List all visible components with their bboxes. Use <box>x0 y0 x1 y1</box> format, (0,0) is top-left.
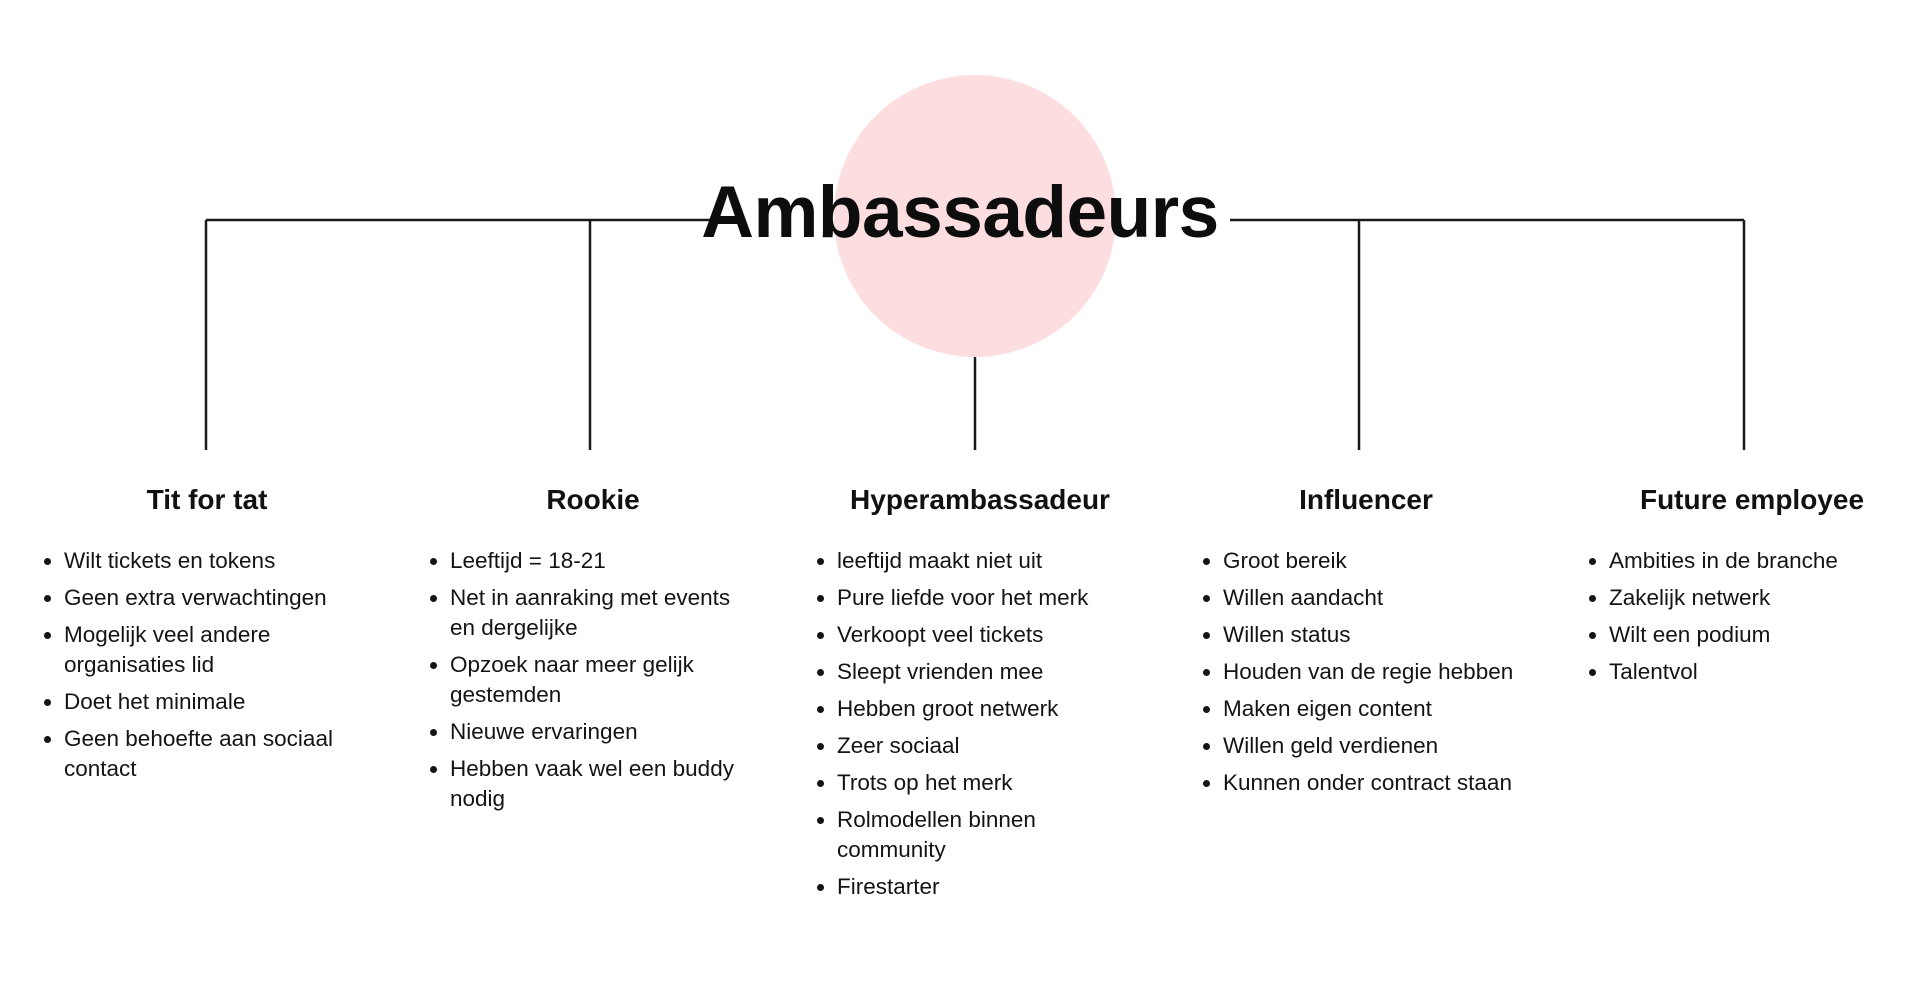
list-item: Net in aanraking met events en dergelijk… <box>430 583 758 643</box>
column-influencer: Influencer Groot bereik Willen aandacht … <box>1201 480 1531 805</box>
column-heading: Tit for tat <box>146 484 268 515</box>
column-heading: Future employee <box>1639 484 1865 515</box>
list-item: Doet het minimale <box>44 687 372 717</box>
list-item: Wilt tickets en tokens <box>44 546 372 576</box>
list-item: Hebben groot netwerk <box>817 694 1145 724</box>
list-item: Zeer sociaal <box>817 731 1145 761</box>
diagram-title: Ambassadeurs <box>701 172 1219 253</box>
column-tit-for-tat: Tit for tat Wilt tickets en tokens Geen … <box>42 480 372 791</box>
list-item: Kunnen onder contract staan <box>1203 768 1531 798</box>
list-item: Pure liefde voor het merk <box>817 583 1145 613</box>
list-item: Willen geld verdienen <box>1203 731 1531 761</box>
list-item: Sleept vrienden mee <box>817 657 1145 687</box>
list-item: Zakelijk netwerk <box>1589 583 1917 613</box>
list-item: Geen behoefte aan sociaal contact <box>44 724 372 784</box>
list-item: Maken eigen content <box>1203 694 1531 724</box>
list-item: Hebben vaak wel een buddy nodig <box>430 754 758 814</box>
list-item: Leeftijd = 18-21 <box>430 546 758 576</box>
column-heading: Influencer <box>1299 484 1433 515</box>
list-item: leeftijd maakt niet uit <box>817 546 1145 576</box>
list-item: Talentvol <box>1589 657 1917 687</box>
list-item: Firestarter <box>817 872 1145 902</box>
column-heading: Hyperambassadeur <box>850 484 1110 515</box>
column-list: leeftijd maakt niet uit Pure liefde voor… <box>815 546 1145 902</box>
list-item: Ambities in de branche <box>1589 546 1917 576</box>
list-item: Houden van de regie hebben <box>1203 657 1531 687</box>
list-item: Willen status <box>1203 620 1531 650</box>
list-item: Opzoek naar meer gelijk gestemden <box>430 650 758 710</box>
list-item: Rolmodellen binnen community <box>817 805 1145 865</box>
list-item: Groot bereik <box>1203 546 1531 576</box>
column-list: Groot bereik Willen aandacht Willen stat… <box>1201 546 1531 798</box>
column-future-employee: Future employee Ambities in de branche Z… <box>1587 480 1917 694</box>
list-item: Willen aandacht <box>1203 583 1531 613</box>
list-item: Mogelijk veel andere organisaties lid <box>44 620 372 680</box>
title-background-circle <box>834 75 1116 357</box>
column-hyperambassadeur: Hyperambassadeur leeftijd maakt niet uit… <box>815 480 1145 909</box>
list-item: Geen extra verwachtingen <box>44 583 372 613</box>
column-rookie: Rookie Leeftijd = 18-21 Net in aanraking… <box>428 480 758 821</box>
column-list: Wilt tickets en tokens Geen extra verwac… <box>42 546 372 784</box>
column-heading: Rookie <box>546 484 640 515</box>
column-list: Ambities in de branche Zakelijk netwerk … <box>1587 546 1917 687</box>
list-item: Nieuwe ervaringen <box>430 717 758 747</box>
list-item: Trots op het merk <box>817 768 1145 798</box>
list-item: Verkoopt veel tickets <box>817 620 1145 650</box>
list-item: Wilt een podium <box>1589 620 1917 650</box>
column-list: Leeftijd = 18-21 Net in aanraking met ev… <box>428 546 758 814</box>
